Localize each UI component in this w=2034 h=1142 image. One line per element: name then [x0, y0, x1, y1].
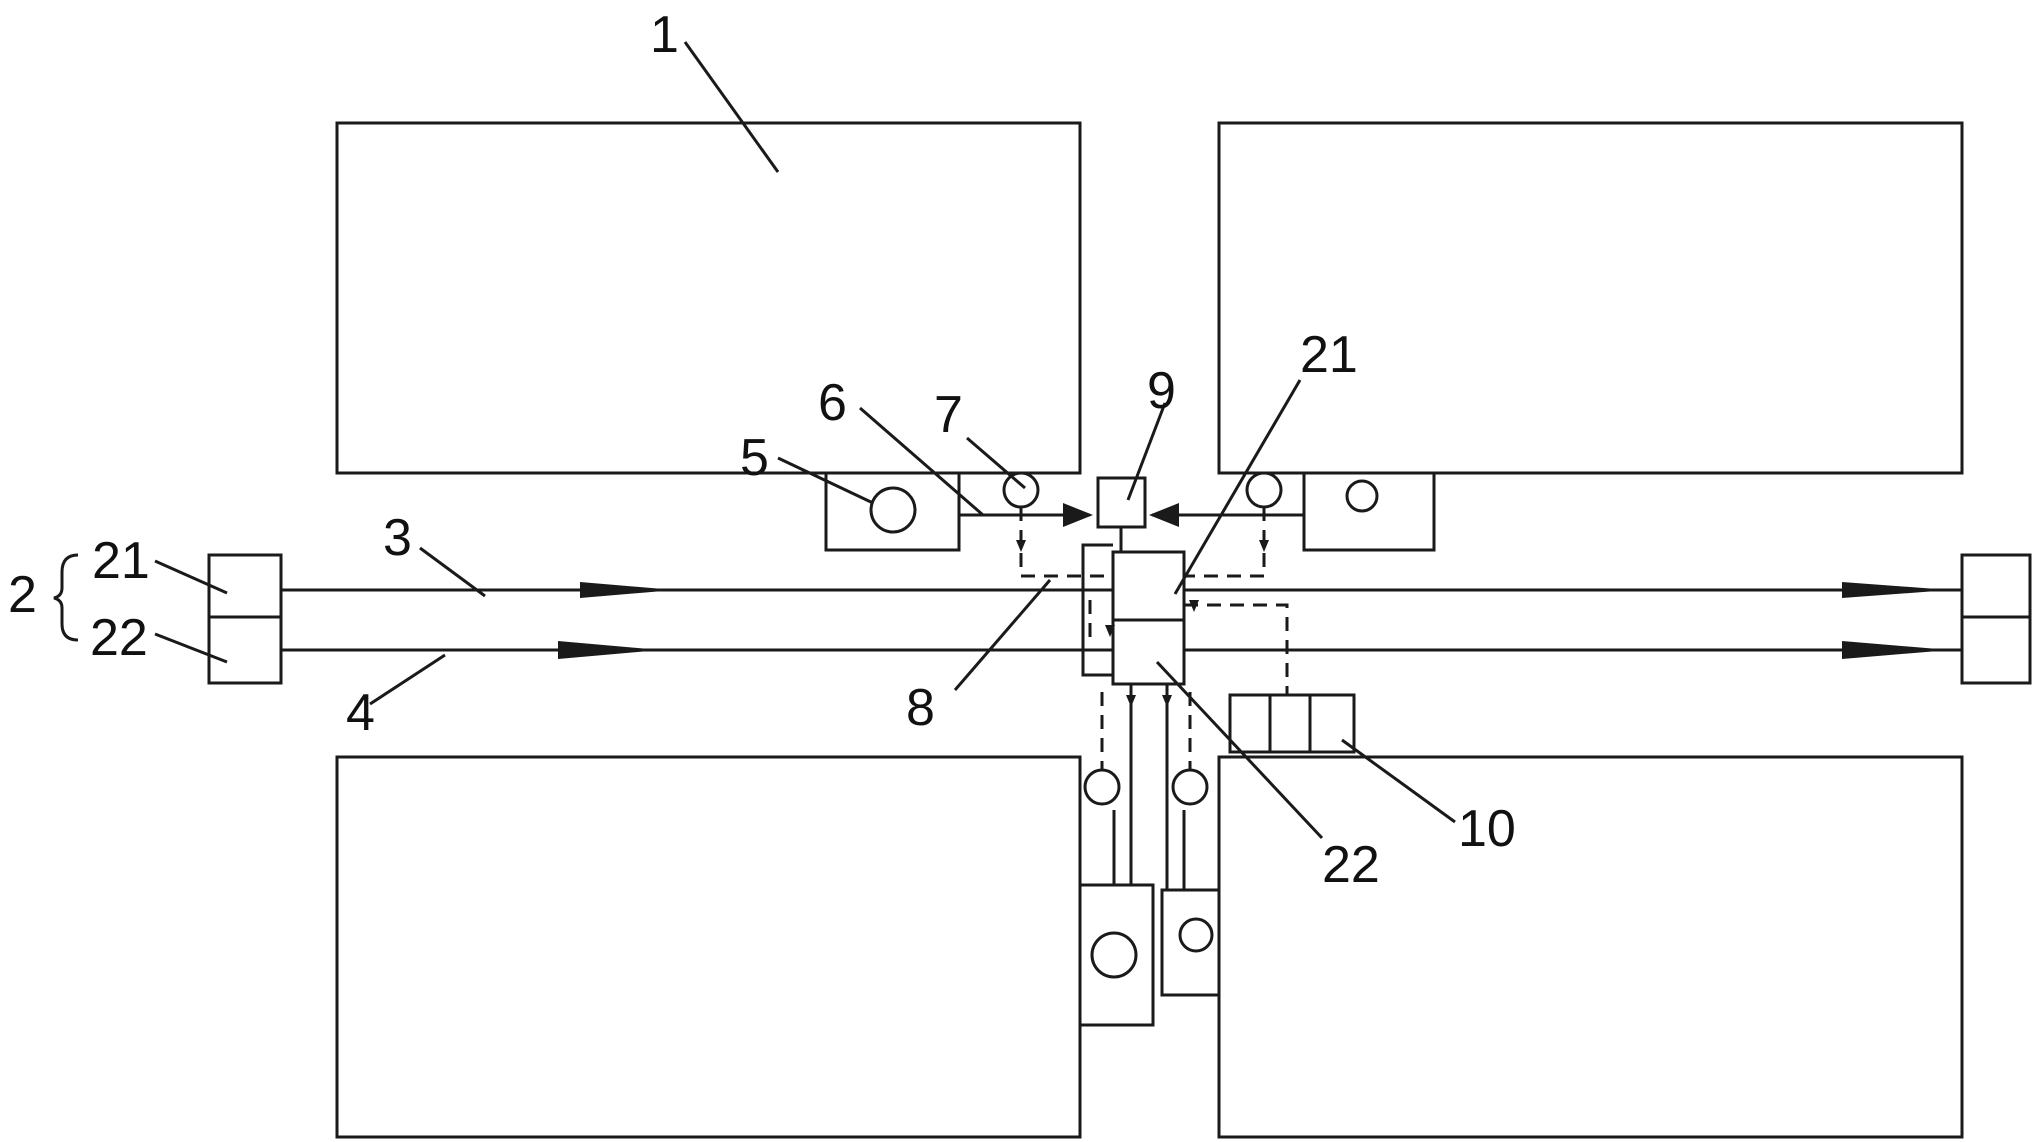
leader-1 — [683, 41, 780, 173]
label-1: 1 — [650, 6, 679, 64]
label-3: 3 — [383, 509, 412, 567]
arrow-line3-right — [1842, 582, 1950, 598]
leader-21-left — [154, 559, 228, 595]
label-6: 6 — [818, 374, 847, 432]
label-21-left: 21 — [92, 532, 150, 590]
leader-4 — [369, 653, 446, 706]
panel-bottom-right — [1217, 755, 1964, 1139]
pointer-3 — [1189, 600, 1199, 612]
module-top-right-circle — [1345, 479, 1379, 513]
label-2: 2 — [8, 566, 37, 624]
sensor-bottom-left — [1083, 768, 1121, 806]
leader-5 — [777, 456, 874, 505]
arrow-line3-left — [580, 582, 675, 598]
pointer-2 — [1259, 540, 1269, 552]
module-10-cell-2 — [1268, 693, 1312, 754]
pointer-1 — [1016, 540, 1026, 552]
module-5 — [824, 471, 961, 552]
loop-left — [1081, 543, 1113, 677]
label-5: 5 — [740, 429, 769, 487]
module-5-circle — [869, 486, 917, 534]
leader-10 — [1341, 738, 1456, 824]
module-10-cell-1 — [1228, 693, 1272, 754]
pointer-4 — [1105, 625, 1115, 637]
label-10: 10 — [1458, 800, 1516, 858]
panel-top-right — [1217, 121, 1964, 475]
box-9 — [1096, 476, 1147, 529]
leader-22-left — [154, 632, 228, 664]
leader-6 — [859, 406, 984, 517]
right-block-22 — [1960, 615, 2032, 685]
panel-top-left — [335, 121, 1082, 475]
center-block-22 — [1111, 618, 1186, 686]
center-block-21 — [1111, 550, 1186, 622]
right-block-21 — [1960, 553, 2032, 619]
label-8: 8 — [906, 679, 935, 737]
dash-right-10 — [1184, 603, 1289, 695]
leader-7 — [966, 436, 1026, 490]
sensor-top-right — [1245, 471, 1283, 509]
left-block-22 — [207, 615, 283, 685]
leader-3 — [419, 546, 486, 598]
module-top-right — [1302, 471, 1436, 552]
label-22-left: 22 — [90, 609, 148, 667]
leader-21-center — [1173, 379, 1302, 595]
leader-22-center — [1155, 660, 1324, 840]
module-bottom-right-circle — [1178, 917, 1214, 953]
label-9: 9 — [1147, 362, 1176, 420]
label-21-center: 21 — [1300, 326, 1358, 384]
brace-2 — [53, 553, 79, 642]
label-7: 7 — [934, 386, 963, 444]
label-4: 4 — [346, 684, 375, 742]
dash-top-right — [1184, 507, 1266, 578]
arrow-line4-left — [558, 641, 660, 659]
sensor-7 — [1002, 471, 1040, 509]
arrow-line4-right — [1842, 641, 1950, 659]
leader-8 — [953, 579, 1052, 691]
module-bottom-left-circle — [1090, 931, 1138, 979]
left-block-21 — [207, 553, 283, 619]
sensor-bottom-right — [1171, 768, 1209, 806]
panel-bottom-left — [335, 755, 1082, 1139]
label-22-center: 22 — [1322, 836, 1380, 894]
leader-9 — [1126, 402, 1167, 501]
